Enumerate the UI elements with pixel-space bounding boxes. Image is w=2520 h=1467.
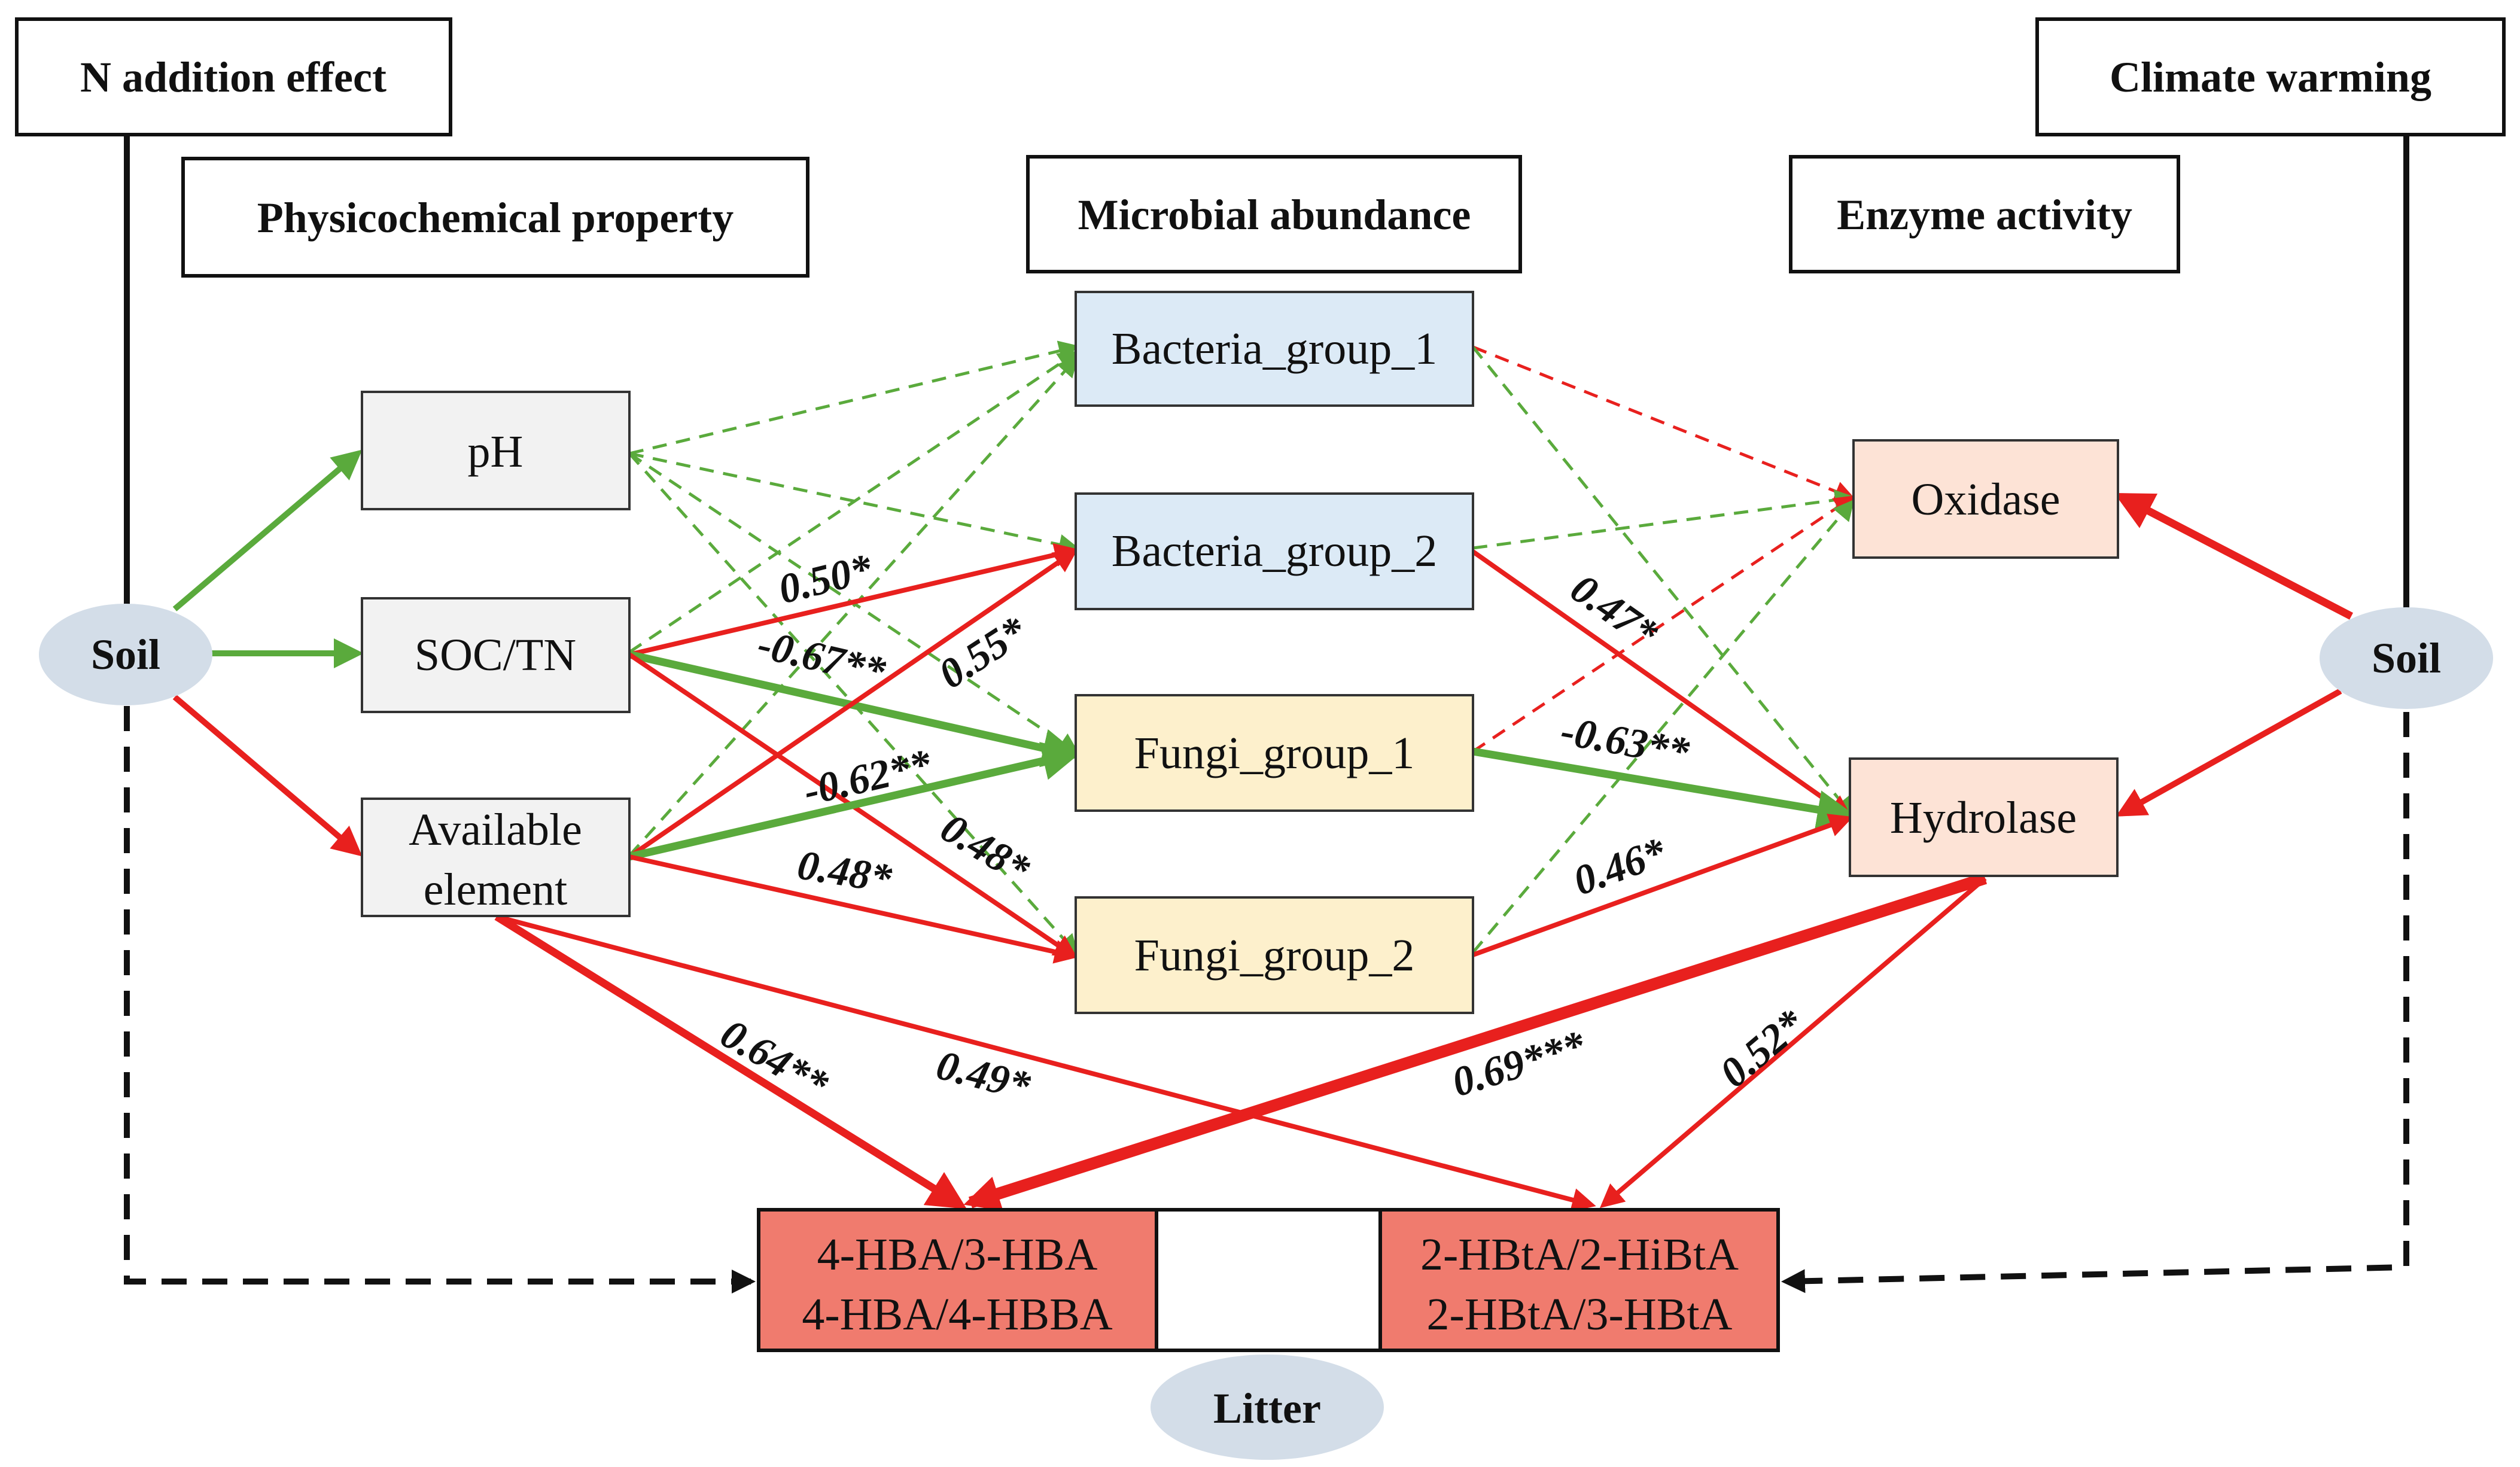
frame-lines xyxy=(124,135,2409,1293)
litter-group: 4-HBA/3-HBA 4-HBA/4-HBBA 2-HBtA/2-HiBtA … xyxy=(757,1208,1780,1352)
coef-soc-fungi2: 0.48* xyxy=(933,805,1038,893)
oxidase-label: Oxidase xyxy=(1911,474,2060,525)
bacteria1-to-hydrolase-path xyxy=(1472,346,1855,818)
litter-right-box xyxy=(1378,1208,1780,1352)
coef-bacteria2-hydrolase: 0.47* xyxy=(1562,565,1666,658)
ph-label: pH xyxy=(468,427,524,477)
fungi-group-2-label: Fungi_group_2 xyxy=(1134,930,1415,981)
n-addition-header: N addition effect xyxy=(15,17,452,136)
soc-tn-label: SOC/TN xyxy=(415,630,576,680)
ph-to-bacteria1-path xyxy=(629,340,1080,455)
fungi-group-2-node: Fungi_group_2 xyxy=(1075,896,1474,1014)
bacteria1-to-oxidase-path xyxy=(1472,345,1856,501)
available-to-bacteria1-path xyxy=(628,355,1079,857)
available-to-fungi1-path xyxy=(628,742,1082,861)
coef-avail-bacteria2-b: 0.55* xyxy=(931,607,1036,698)
available-to-bacteria2-path xyxy=(628,549,1078,859)
soil-to-available-path xyxy=(172,695,363,857)
bacteria-group-1-node: Bacteria_group_1 xyxy=(1075,291,1474,407)
climate-warming-header: Climate warming xyxy=(2035,17,2506,136)
fungi1-to-oxidase-path xyxy=(1472,495,1855,753)
bacteria-group-1-label: Bacteria_group_1 xyxy=(1112,324,1437,374)
coef-hydrolase-litter-right: 0.52* xyxy=(1711,1000,1813,1097)
physicochemical-title: Physicochemical property xyxy=(257,194,734,242)
right-dashed-path-to-litter xyxy=(1781,712,2409,1293)
available-label-line1: Available xyxy=(409,805,582,855)
litter-left-box xyxy=(757,1208,1158,1352)
n-addition-title: N addition effect xyxy=(80,53,386,101)
microbial-title: Microbial abundance xyxy=(1078,191,1471,239)
ph-to-fungi2-path xyxy=(628,452,1079,956)
coef-fungi2-hydrolase: 0.46* xyxy=(1568,829,1672,905)
available-to-fungi2-path xyxy=(629,854,1079,964)
litter-label: Litter xyxy=(1213,1384,1321,1432)
soc-to-bacteria2-path xyxy=(629,543,1079,657)
enzyme-title: Enzyme activity xyxy=(1837,191,2132,239)
coef-avail-bacteria2: 0.50* xyxy=(774,546,877,613)
soil-left-label: Soil xyxy=(91,631,160,678)
hydrolase-to-litter-right-path xyxy=(1599,876,1987,1209)
solid-paths xyxy=(172,449,2353,1212)
climate-warming-title: Climate warming xyxy=(2110,53,2431,101)
available-element-node: Available element xyxy=(361,798,631,917)
physicochemical-header: Physicochemical property xyxy=(181,157,809,278)
bacteria2-to-hydrolase-path xyxy=(1471,549,1853,819)
bacteria-group-2-node: Bacteria_group_2 xyxy=(1075,492,1474,610)
soil-left-node: Soil xyxy=(39,604,212,705)
litter-node: Litter xyxy=(1151,1355,1384,1460)
soc-to-bacteria1-path xyxy=(628,351,1079,654)
available-label-line2: element xyxy=(424,865,568,915)
litter-left-line2: 4-HBA/4-HBBA xyxy=(802,1289,1112,1340)
fungi2-to-hydrolase-path xyxy=(1472,814,1854,957)
litter-left-line1: 4-HBA/3-HBA xyxy=(817,1229,1098,1280)
soil-to-hydrolase-path xyxy=(2116,688,2342,817)
ph-node: pH xyxy=(361,391,631,510)
fungi2-to-oxidase-path xyxy=(1472,499,1855,954)
bacteria-group-2-label: Bacteria_group_2 xyxy=(1112,526,1437,576)
soil-to-ph-path xyxy=(172,449,363,611)
hydrolase-label: Hydrolase xyxy=(1890,793,2077,843)
enzyme-header: Enzyme activity xyxy=(1789,155,2180,273)
available-to-litter-right-path xyxy=(495,914,1596,1212)
available-to-litter-left-path xyxy=(494,913,967,1209)
litter-right-line1: 2-HBtA/2-HiBtA xyxy=(1420,1229,1739,1280)
fungi-group-1-node: Fungi_group_1 xyxy=(1075,694,1474,812)
oxidase-node: Oxidase xyxy=(1852,439,2119,559)
coef-hydrolase-litter-left: 0.69*** xyxy=(1447,1022,1591,1106)
soil-right-label: Soil xyxy=(2372,634,2441,682)
coef-avail-fungi2: 0.48* xyxy=(795,842,896,902)
soil-right-node: Soil xyxy=(2320,607,2493,709)
microbial-header: Microbial abundance xyxy=(1026,155,1522,273)
fungi-group-1-label: Fungi_group_1 xyxy=(1134,728,1415,778)
hydrolase-node: Hydrolase xyxy=(1849,757,2119,877)
litter-right-line2: 2-HBtA/3-HBtA xyxy=(1427,1289,1733,1340)
fungi1-to-hydrolase-path xyxy=(1472,747,1856,829)
bacteria2-to-oxidase-path xyxy=(1472,489,1856,550)
path-coefficients: 0.50* -0.67** 0.55* -0.62** 0.48* 0.48* … xyxy=(713,546,1814,1110)
hydrolase-to-litter-left-path xyxy=(963,872,1988,1211)
soc-tn-node: SOC/TN xyxy=(361,597,631,713)
soil-to-oxidase-path xyxy=(2114,493,2353,620)
left-dashed-path-to-litter xyxy=(124,706,756,1293)
